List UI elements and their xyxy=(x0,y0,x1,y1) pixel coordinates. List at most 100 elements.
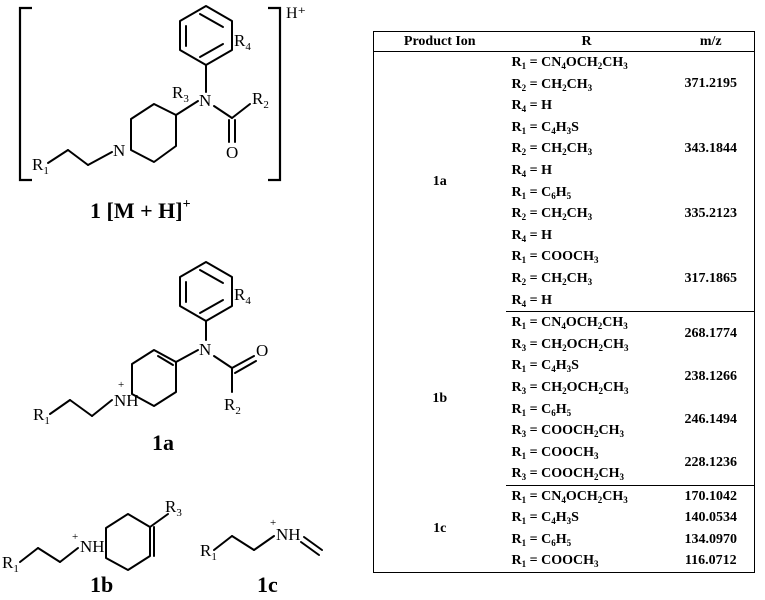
substituent-line: R1 = COOCH3 xyxy=(511,444,599,461)
amide-nitrogen: N xyxy=(199,340,211,359)
right-bracket xyxy=(268,6,282,182)
phenyl-ring-bond xyxy=(179,261,233,322)
protonated-nitrogen: NH xyxy=(80,537,105,556)
substituent-line: R4 = H xyxy=(511,98,553,115)
r1-label: R1 xyxy=(2,553,19,575)
ethyl-chain-bond xyxy=(19,547,39,563)
aromatic-double-bond xyxy=(185,13,224,58)
r1-label: R1 xyxy=(200,541,217,563)
mz-value-cell: 134.0970 xyxy=(684,531,738,547)
amide-nitrogen: N xyxy=(199,91,211,110)
substituent-line: R1 = C4H3S xyxy=(511,510,579,527)
mz-value-cell: 335.2123 xyxy=(684,205,738,221)
ethyl-chain-bond xyxy=(87,151,113,166)
structures-panel: H⁺ R4 N O R2 R3 N R1 1 [M + H]+ R4 N xyxy=(2,5,323,597)
parent-caption: 1 [M + H]+ xyxy=(90,197,191,223)
substituent-line: R2 = CH2CH3 xyxy=(511,76,593,93)
table-header-row: Product Ion R m/z xyxy=(373,31,755,52)
ethyl-chain-bond xyxy=(37,547,61,563)
r2-label: R2 xyxy=(224,395,241,417)
substituent-line: R3 = CH2OCH2CH3 xyxy=(511,336,629,353)
ethyl-chain-bond xyxy=(231,535,255,551)
n-carbonyl-bond xyxy=(213,105,233,119)
substituent-line: R1 = C6H5 xyxy=(511,531,572,548)
protonated-nitrogen: NH xyxy=(114,391,139,410)
column-header-mz: m/z xyxy=(667,31,755,52)
iminium-double-bond xyxy=(303,536,323,551)
tetrahydropyridine-ring-bond xyxy=(131,349,177,407)
substituent-line: R1 = C6H5 xyxy=(511,184,572,201)
table-row: R1 = C4H3S R3 = CH2OCH2CH3 238.1266 xyxy=(374,355,755,398)
carbonyl-double-bond xyxy=(234,360,257,374)
substituent-line: R1 = COOCH3 xyxy=(511,249,599,266)
mz-value-cell: 317.1865 xyxy=(667,246,755,313)
column-header-product-ion: Product Ion xyxy=(373,31,506,52)
mz-value-cell: 343.1844 xyxy=(684,141,738,157)
ethyl-chain-bond xyxy=(67,149,89,166)
substituent-cell: R1 = C4H3S R3 = CH2OCH2CH3 xyxy=(506,355,668,398)
column-header-r: R xyxy=(505,31,668,52)
charge-h-plus: H⁺ xyxy=(286,5,306,22)
quaternary-n-bond xyxy=(175,100,199,116)
product-ion-cell: 1a xyxy=(432,173,447,189)
fragment-1a: R4 N O R2 + NH R1 1a xyxy=(33,261,268,455)
substituent-line: R3 = CH2OCH2CH3 xyxy=(511,379,629,396)
substituent-line: R1 = CN4OCH2CH3 xyxy=(511,488,628,505)
mz-value-cell: 228.1236 xyxy=(667,441,755,486)
ring-double-bond xyxy=(157,355,174,366)
ring-n-bond xyxy=(175,349,199,363)
iminium-double-bond xyxy=(300,541,320,556)
substituent-line: R4 = H xyxy=(511,162,553,179)
r3-label: R3 xyxy=(172,83,189,105)
substituent-cell: R1 = COOCH3 R3 = COOCH2CH3 xyxy=(505,441,668,486)
ethyl-chain-bond xyxy=(91,399,113,417)
substituent-line: R3 = COOCH2CH3 xyxy=(511,466,625,483)
carbonyl-double-bond xyxy=(231,355,255,369)
parent-structure: H⁺ R4 N O R2 R3 N R1 1 [M + H]+ xyxy=(18,5,306,223)
charge-plus: + xyxy=(118,379,124,391)
r2-label: R2 xyxy=(252,89,269,111)
piperidine-ring-bond xyxy=(130,103,177,163)
product-ion-cell: 1c xyxy=(433,520,447,536)
charge-plus: + xyxy=(72,531,78,543)
substituent-line: R4 = H xyxy=(511,227,553,244)
r1-label: R1 xyxy=(33,405,50,427)
ethyl-chain-bond xyxy=(59,547,79,563)
substituent-line: R1 = COOCH3 xyxy=(511,553,599,570)
aromatic-double-bond xyxy=(185,269,224,314)
r4-label: R4 xyxy=(234,285,251,307)
fragment-1b-caption: 1b xyxy=(90,572,113,597)
r3-bond xyxy=(149,513,169,528)
substituent-line: R1 = C4H3S xyxy=(511,358,579,375)
substituent-cell: R1 = C6H5 xyxy=(506,529,668,551)
ethyl-chain-bond xyxy=(253,535,275,551)
product-ion-table: Product Ion R m/z 1a R1 = CN4OCH2CH3 R2 = … xyxy=(373,31,755,573)
substituent-line: R4 = H xyxy=(511,292,553,309)
ethyl-chain-bond xyxy=(213,535,233,551)
r4-label: R4 xyxy=(234,31,251,53)
carbonyl-oxygen: O xyxy=(226,143,238,162)
tetrahydropyridine-ring-bond xyxy=(105,513,151,571)
ethyl-chain-bond xyxy=(69,399,93,417)
substituent-cell: R1 = CN4OCH2CH3 R2 = CH2CH3 R4 = H xyxy=(506,52,668,117)
fragment-1c-caption: 1c xyxy=(257,572,278,597)
protonated-nitrogen: NH xyxy=(276,525,301,544)
ethyl-chain-bond xyxy=(47,149,69,164)
substituent-line: R1 = CN4OCH2CH3 xyxy=(511,55,628,71)
mz-value-cell: 238.1266 xyxy=(684,368,738,384)
fragment-1a-caption: 1a xyxy=(152,430,174,455)
substituent-line: R2 = CH2CH3 xyxy=(511,141,593,158)
product-ion-cell: 1b xyxy=(432,390,448,406)
left-bracket xyxy=(18,6,32,182)
